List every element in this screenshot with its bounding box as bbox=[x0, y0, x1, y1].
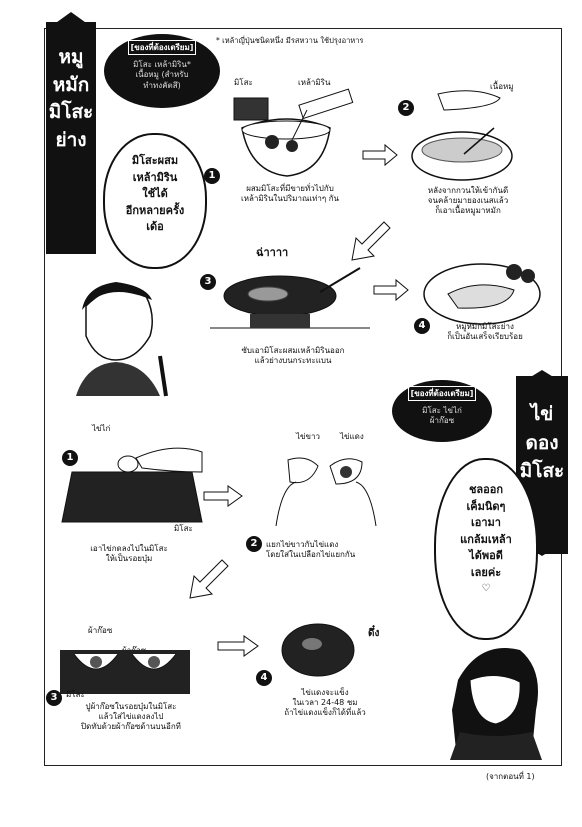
step-number: 3 bbox=[46, 690, 62, 706]
ingredient-line: เนื้อหมู (สำหรับ bbox=[135, 70, 189, 80]
step-line: แล้วใส่ไข่แดงลงไป bbox=[98, 712, 164, 721]
step-line: จนคล้ายมายองเนสแล้ว bbox=[427, 196, 509, 205]
continued-note: (จากตอนที่ 1) bbox=[486, 772, 535, 781]
speech-line: เหล้ามิริน bbox=[132, 170, 178, 184]
step4-text: หมูหมักมิโสะย่าง ก็เป็นอันเสร็จเรียบร้อย bbox=[430, 322, 540, 342]
step-number: 1 bbox=[204, 168, 220, 184]
step1-text: ผสมมิโสะที่มีขายทั่วไปกับ เหล้ามิรินในปร… bbox=[230, 184, 350, 204]
woman-character-illustration bbox=[450, 648, 542, 760]
mirin-footnote: * เหล้าญี่ปุ่นชนิดหนึ่ง มีรสหวาน ใช้ปรุง… bbox=[216, 36, 364, 45]
speech-line: เด้อ bbox=[146, 220, 164, 233]
miso-mirin-bowl-illustration bbox=[233, 88, 354, 177]
label-egg: ไข่ไก่ bbox=[92, 424, 111, 433]
section1-title-banner: หมู หมัก มิโสะ ย่าง bbox=[46, 12, 96, 254]
arrow-right-icon bbox=[373, 278, 409, 302]
speech-line: มิโสะผสม bbox=[131, 154, 179, 167]
arrow-right-icon bbox=[203, 485, 243, 507]
step-line: ถ้าไข่แดงแข็งก็ได้ที่แล้ว bbox=[284, 708, 366, 717]
step-line: ผสมมิโสะที่มีขายทั่วไปกับ bbox=[246, 184, 334, 193]
ingredient-line: ผ้าก๊อซ bbox=[429, 416, 455, 426]
label-egg-white: ไข่ขาว bbox=[296, 432, 320, 441]
egg-step2-text: แยกไข่ขาวกับไข่แดง โดยใส่ในเปลือกไข่แยกก… bbox=[266, 540, 355, 560]
grilled-pork-plate-illustration bbox=[423, 263, 541, 325]
label-gauze-top: ผ้าก๊อซ bbox=[88, 626, 113, 635]
ingredients-heading: [ของที่ต้องเตรียม] bbox=[407, 386, 477, 401]
step3-text: ซับเอามิโสะผสมเหล้ามิรินออก แล้วย่างบนกร… bbox=[218, 346, 368, 366]
section2-title-banner: ไข่ ดอง มิโสะ bbox=[516, 370, 568, 556]
section2-title-line: ดอง bbox=[525, 431, 559, 454]
step-number: 1 bbox=[62, 450, 78, 466]
separating-egg-illustration bbox=[275, 457, 377, 527]
egg-step1-text: เอาไข่กดลงไปในมิโสะ ให้เป็นรอยบุ๋ม bbox=[74, 544, 184, 564]
step-line: ซับเอามิโสะผสมเหล้ามิรินออก bbox=[241, 346, 345, 355]
label-miso: มิโสะ bbox=[234, 78, 253, 87]
section1-title-line: มิโสะ bbox=[48, 101, 94, 124]
step-line: ให้เป็นรอยบุ๋ม bbox=[105, 554, 153, 563]
speech-line: อีกหลายครั้ง bbox=[125, 203, 185, 217]
ingredients-heading: [ของที่ต้องเตรียม] bbox=[127, 40, 197, 55]
firm-yolk-illustration bbox=[281, 623, 355, 677]
step2-text: หลังจากกวนให้เข้ากันดี จนคล้ายมายองเนสแล… bbox=[408, 186, 528, 216]
ingredient-line: ทำทงคัตสึ) bbox=[143, 80, 181, 90]
section1-speech-bubble: มิโสะผสม เหล้ามิริน ใช้ได้ อีกหลายครั้ง … bbox=[103, 133, 207, 269]
ingredient-line: มิโสะ เหล้ามิริน* bbox=[133, 60, 191, 69]
step-line: แยกไข่ขาวกับไข่แดง bbox=[266, 540, 339, 549]
speech-line: ใช้ได้ bbox=[142, 187, 168, 200]
arrow-down-left-icon bbox=[351, 221, 391, 261]
section1-title-line: หมู bbox=[58, 46, 84, 68]
step-number: 2 bbox=[398, 100, 414, 116]
section2-ingredients-bubble: [ของที่ต้องเตรียม] มิโสะ ไข่ไก่ ผ้าก๊อซ bbox=[392, 380, 492, 442]
arrow-right-icon bbox=[217, 635, 259, 657]
label-egg-yolk: ไข่แดง bbox=[340, 432, 364, 441]
section1-title-line: ย่าง bbox=[55, 128, 87, 151]
section2-title-line: มิโสะ bbox=[519, 460, 565, 482]
egg-press-miso-illustration bbox=[61, 447, 203, 523]
step-line: หมูหมักมิโสะย่าง bbox=[456, 322, 514, 331]
section1-title-line: หมัก bbox=[52, 73, 90, 96]
section2-speech-bubble: ชลออก เค็มนิดๆ เอามา แกล้มเหล้า ได้พอดี … bbox=[434, 458, 538, 640]
egg-step4-text: ไข่แดงจะแข็ง ในเวลา 24-48 ชม ถ้าไข่แดงแข… bbox=[270, 688, 380, 718]
label-pork: เนื้อหมู bbox=[490, 82, 514, 91]
step-number: 2 bbox=[246, 536, 262, 552]
step-line: โดยใส่ในเปลือกไข่แยกกัน bbox=[266, 550, 356, 559]
speech-line: เค็มนิดๆ bbox=[466, 499, 506, 513]
frying-pan-illustration bbox=[210, 267, 370, 329]
step-line: ก็เป็นอันเสร็จเรียบร้อย bbox=[447, 332, 523, 341]
section2-title-line: ไข่ bbox=[530, 403, 554, 425]
marinating-pork-illustration bbox=[411, 90, 513, 181]
step-line: เอาไข่กดลงไปในมิโสะ bbox=[90, 544, 168, 553]
step-line: ปิดทับด้วยผ้าก๊อซด้านบนอีกที bbox=[81, 722, 181, 731]
step-line: เหล้ามิรินในปริมาณเท่าๆ กัน bbox=[240, 194, 340, 203]
label-miso-under: มิโสะ bbox=[66, 690, 85, 699]
speech-line: เลยค่ะ bbox=[470, 565, 502, 579]
speech-line: แกล้มเหล้า bbox=[460, 532, 512, 546]
step-line: ก็เอาเนื้อหมูมาหมัก bbox=[435, 206, 501, 215]
boing-sound-effect: ดึ๋ง bbox=[368, 628, 380, 639]
step-line: ไข่แดงจะแข็ง bbox=[301, 688, 349, 697]
banner-arrow-shape bbox=[46, 12, 96, 252]
egg-step3-text: ปูผ้าก๊อซในรอยบุ๋มในมิโสะ แล้วใส่ไข่แดงล… bbox=[56, 702, 206, 732]
speech-line: ชลออก bbox=[468, 483, 504, 496]
step-number: 4 bbox=[414, 318, 430, 334]
step-number: 3 bbox=[200, 274, 216, 290]
sizzle-sound-effect: ฉ่าาาา bbox=[256, 246, 289, 259]
man-character-illustration bbox=[76, 282, 168, 397]
section1-ingredients-bubble: [ของที่ต้องเตรียม] มิโสะ เหล้ามิริน* เนื… bbox=[104, 34, 220, 108]
step-line: ปูผ้าก๊อซในรอยบุ๋มในมิโสะ bbox=[85, 702, 177, 711]
yolk-in-gauze-illustration bbox=[60, 650, 190, 694]
heart-icon: ♡ bbox=[481, 583, 491, 594]
step-line: แล้วย่างบนกระทะแบน bbox=[254, 356, 332, 365]
speech-line: ได้พอดี bbox=[469, 549, 503, 562]
arrow-down-left-icon bbox=[189, 559, 229, 599]
label-mirin: เหล้ามิริน bbox=[298, 78, 331, 87]
ingredient-line: มิโสะ ไข่ไก่ bbox=[422, 406, 462, 415]
arrow-right-icon bbox=[362, 143, 398, 167]
step-line: หลังจากกวนให้เข้ากันดี bbox=[427, 186, 509, 195]
speech-line: เอามา bbox=[471, 516, 501, 529]
step-line: ในเวลา 24-48 ชม bbox=[292, 698, 358, 707]
step-number: 4 bbox=[256, 670, 272, 686]
label-miso-tray: มิโสะ bbox=[174, 524, 193, 533]
